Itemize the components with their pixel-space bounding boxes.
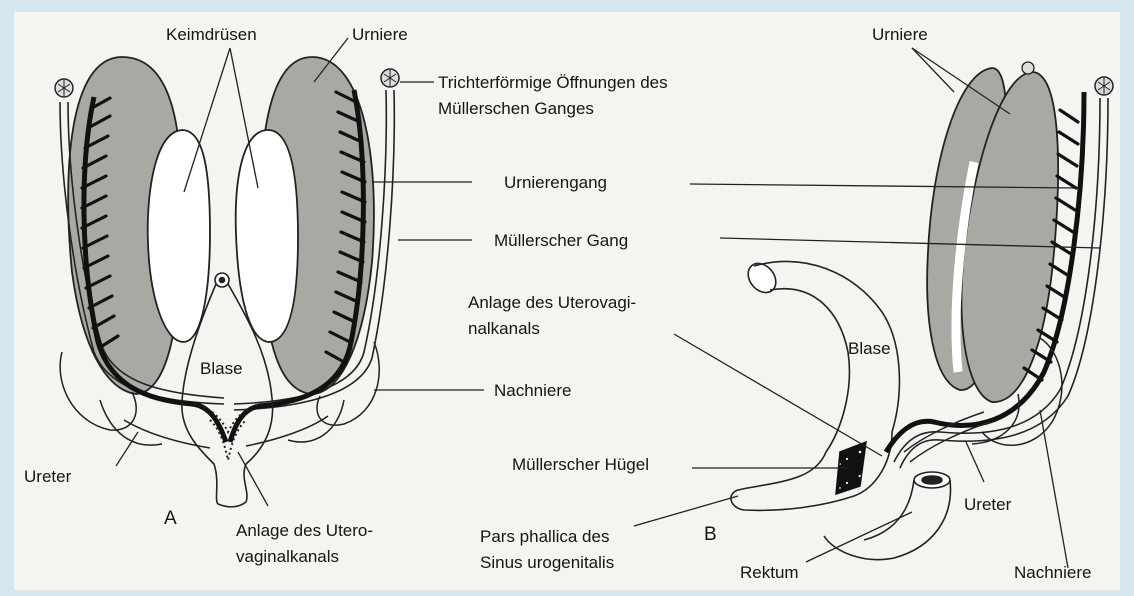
panel-letter-b: B xyxy=(704,524,717,545)
label-muellerscher-huegel: Müllerscher Hügel xyxy=(512,455,649,474)
label-anlage-b-line1: Anlage des Uterovagi- xyxy=(468,293,636,312)
panel-letter-a: A xyxy=(164,508,177,529)
label-rektum: Rektum xyxy=(740,563,799,582)
label-nachniere-a: Nachniere xyxy=(494,381,572,400)
ureter-a xyxy=(124,416,328,448)
label-keimdruesen: Keimdrüsen xyxy=(166,25,257,44)
right-trichter-icon xyxy=(381,69,399,87)
right-keimdruese-shape xyxy=(236,130,298,342)
label-urniere-b: Urniere xyxy=(872,25,928,44)
diagram-canvas: Keimdrüsen Urniere Trichterförmige Öffnu… xyxy=(14,12,1120,590)
left-trichter-icon xyxy=(55,79,73,97)
embryology-figure: Keimdrüsen Urniere Trichterförmige Öffnu… xyxy=(14,12,1120,590)
label-pars-line1: Pars phallica des xyxy=(480,527,609,546)
label-trichter-line2: Müllerschen Ganges xyxy=(438,99,594,118)
anlage-uterovaginalkanal-a xyxy=(194,404,262,460)
label-ureter-a: Ureter xyxy=(24,467,72,486)
label-ureter-b: Ureter xyxy=(964,495,1012,514)
blase-b-shape xyxy=(731,258,900,510)
label-urnierengang: Urnierengang xyxy=(504,173,607,192)
label-trichter-line1: Trichterförmige Öffnungen des xyxy=(438,73,668,92)
label-muellerscher-gang: Müllerscher Gang xyxy=(494,231,628,250)
label-blase-b: Blase xyxy=(848,339,891,358)
label-urniere-a: Urniere xyxy=(352,25,408,44)
label-anlage-a-line1: Anlage des Utero- xyxy=(236,521,373,540)
label-anlage-a-line2: vaginalkanals xyxy=(236,547,339,566)
label-blase-a: Blase xyxy=(200,359,243,378)
label-anlage-b-line2: nalkanals xyxy=(468,319,540,338)
label-nachniere-b: Nachniere xyxy=(1014,563,1092,582)
label-pars-line2: Sinus urogenitalis xyxy=(480,553,614,572)
figure-a xyxy=(55,38,484,507)
figure-b xyxy=(634,48,1113,568)
